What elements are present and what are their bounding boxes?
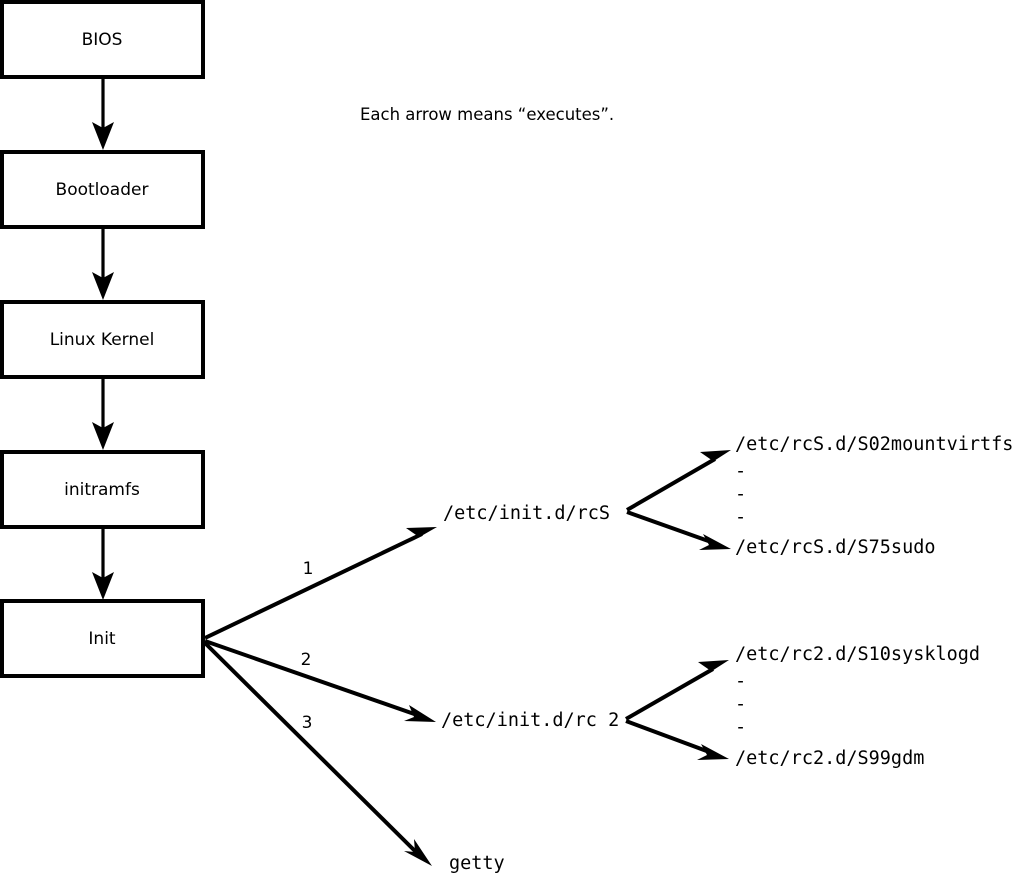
node-bootloader: Bootloader [0, 150, 205, 229]
rcs-ellipsis-2: - [735, 484, 746, 505]
edge-number-3: 3 [302, 713, 313, 733]
rcs-script-last: /etc/rcS.d/S75sudo [735, 537, 935, 558]
node-bios-box [0, 0, 205, 79]
node-bios: BIOS [0, 0, 205, 79]
node-init-label: Init [88, 629, 116, 649]
node-kernel-label: Linux Kernel [50, 330, 155, 350]
node-init: Init [0, 599, 205, 678]
arrow-rc2-to-last [625, 719, 729, 760]
rcs-ellipsis-3: - [735, 507, 746, 528]
node-bios-label: BIOS [82, 30, 123, 50]
rc2-script-last: /etc/rc2.d/S99gdm [735, 748, 924, 769]
edge-number-1: 1 [303, 559, 314, 579]
node-initramfs: initramfs [0, 450, 205, 529]
rc2-ellipsis-2: - [735, 694, 746, 715]
arrow-init-branch-3 [203, 641, 432, 866]
rcs-ellipsis-1: - [735, 461, 746, 482]
rc2-ellipsis-1: - [735, 671, 746, 692]
branch-label-getty: getty [449, 853, 505, 874]
node-init-box [0, 599, 205, 678]
arrow-rcs-to-first [625, 450, 731, 512]
arrow-kernel-to-initramfs [92, 378, 114, 450]
arrow-init-branch-1 [204, 527, 437, 640]
arrow-rcs-to-last [626, 510, 731, 550]
arrow-bootloader-to-kernel [92, 228, 114, 300]
branch-label-rc2: /etc/init.d/rc 2 [441, 710, 619, 731]
arrow-init-branch-2 [204, 639, 436, 722]
diagram-caption: Each arrow means “executes”. [360, 105, 614, 124]
rc2-script-first: /etc/rc2.d/S10sysklogd [735, 644, 980, 665]
node-kernel: Linux Kernel [0, 300, 205, 379]
rcs-script-first: /etc/rcS.d/S02mountvirtfs [735, 434, 1013, 455]
rc2-ellipsis-3: - [735, 717, 746, 738]
branch-label-rcs: /etc/init.d/rcS [443, 503, 610, 524]
node-initramfs-box [0, 450, 205, 529]
arrow-rc2-to-first [625, 660, 729, 721]
arrow-initramfs-to-init [92, 528, 114, 600]
node-initramfs-label: initramfs [64, 480, 140, 500]
node-bootloader-box [0, 150, 205, 229]
node-bootloader-label: Bootloader [56, 180, 149, 200]
arrow-bios-to-bootloader [92, 78, 114, 150]
node-kernel-box [0, 300, 205, 379]
edge-number-2: 2 [301, 650, 312, 670]
